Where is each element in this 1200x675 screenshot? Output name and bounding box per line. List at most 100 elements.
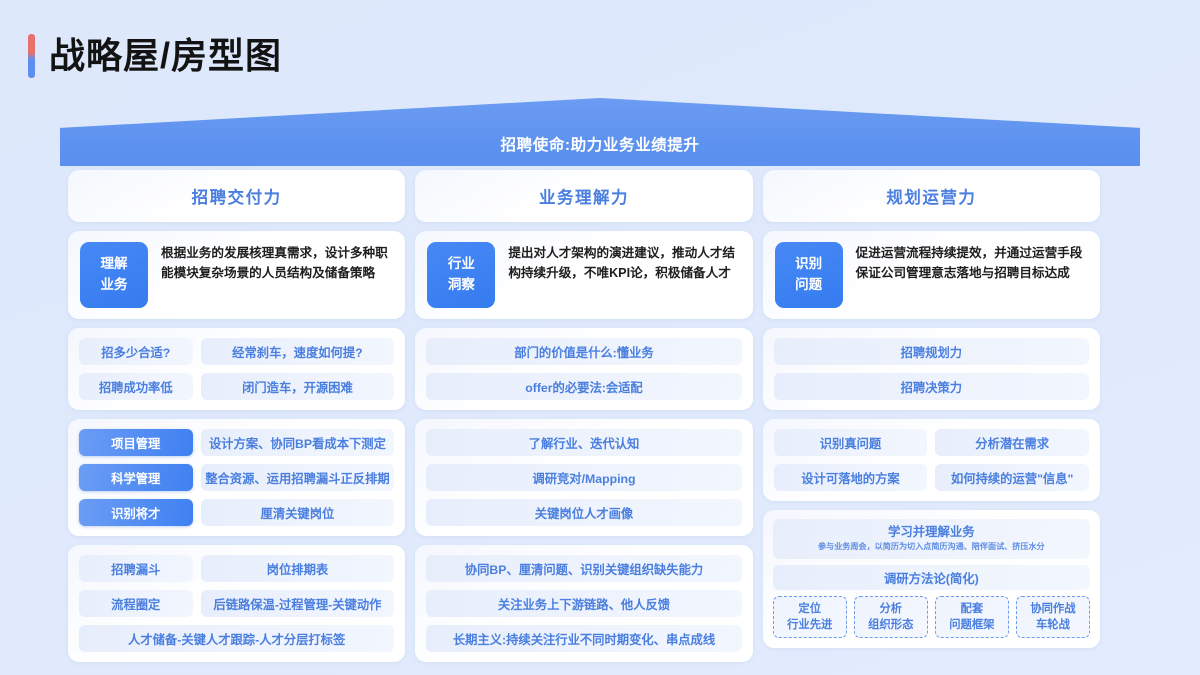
step-line-2: 问题框架 (949, 619, 995, 632)
methodology-header: 学习并理解业务 参与业务周会，以简历为切入点简历沟通、陪伴面试、挤压水分 (772, 519, 1090, 560)
step-line-2: 行业先进 (787, 619, 833, 632)
actions-card-1: 招聘漏斗 岗位排期表 流程圈定 后链路保温-过程管理-关键动作 人才储备-关键人… (68, 545, 406, 662)
column-business-understanding: 业务理解力 行业 洞察 提出对人才架构的演进建议，推动人才结构持续升级，不唯KP… (415, 170, 753, 662)
methods-card-3: 识别真问题 分析潜在需求 设计可落地的方案 如何持续的运营"信息" (762, 419, 1100, 501)
action-chip[interactable]: 岗位排期表 (200, 555, 395, 582)
action-chip[interactable]: 关注业务上下游链路、他人反馈 (426, 590, 742, 617)
action-line: 人才储备-关键人才跟踪-人才分层打标签 (79, 625, 395, 652)
step-line-1: 定位 (798, 603, 821, 616)
method-chip[interactable]: 识别真问题 (773, 429, 928, 456)
actions-card-2: 协同BP、厘清问题、识别关键组织缺失能力 关注业务上下游链路、他人反馈 长期主义… (415, 545, 753, 662)
badge-line-2: 洞察 (447, 277, 475, 292)
questions-card-1: 招多少合适? 经常刹车，速度如何提? 招聘成功率低 闭门造车，开源困难 (68, 328, 406, 410)
step-line-1: 分析 (879, 603, 903, 616)
method-line: 了解行业、迭代认知 (426, 429, 742, 456)
methods-card-1: 项目管理 设计方案、协同BP看成本下测定 科学管理 整合资源、运用招聘漏斗正反排… (68, 419, 406, 536)
method-tag[interactable]: 科学管理 (79, 464, 193, 491)
action-chip[interactable]: 人才储备-关键人才跟踪-人才分层打标签 (79, 625, 395, 652)
method-line: 项目管理 设计方案、协同BP看成本下测定 (79, 429, 395, 456)
roof-mission-label: 招聘使命:助力业务业绩提升 (500, 137, 700, 154)
action-line: 招聘漏斗 岗位排期表 (79, 555, 395, 582)
question-line: 招聘决策力 (773, 373, 1089, 400)
method-chip[interactable]: 整合资源、运用招聘漏斗正反排期 (200, 464, 395, 491)
method-chip[interactable]: 厘清关键岗位 (200, 499, 395, 526)
roof-shape (60, 98, 1140, 166)
action-chip[interactable]: 流程圈定 (79, 590, 193, 617)
step-line-2: 组织形态 (868, 619, 914, 632)
method-line: 识别真问题 分析潜在需求 (773, 429, 1089, 456)
action-line: 长期主义:持续关注行业不同时期变化、串点成线 (426, 625, 742, 652)
methodology-title: 学习并理解业务 (887, 525, 975, 539)
capability-card-1: 理解 业务 根据业务的发展核理真需求，设计多种职能模块复杂场景的人员结构及储备策… (68, 231, 406, 319)
methodology-subtitle: 参与业务周会，以简历为切入点简历沟通、陪伴面试、挤压水分 (818, 542, 1045, 552)
methods-card-2: 了解行业、迭代认知 调研竞对/Mapping 关键岗位人才画像 (415, 419, 753, 536)
action-chip[interactable]: 协同BP、厘清问题、识别关键组织缺失能力 (426, 555, 742, 582)
badge-line-1: 识别 (795, 256, 823, 272)
methodology-steps: 定位 行业先进 分析 组织形态 配套 问题框架 协同作战 车轮战 (772, 596, 1090, 639)
question-line: 部门的价值是什么:懂业务 (426, 338, 742, 365)
question-chip[interactable]: 招聘规划力 (773, 338, 1089, 365)
methodology-card-3: 学习并理解业务 参与业务周会，以简历为切入点简历沟通、陪伴面试、挤压水分 调研方… (762, 510, 1100, 649)
methodology-step[interactable]: 定位 行业先进 (772, 596, 847, 639)
column-header-3: 规划运营力 (762, 170, 1100, 222)
method-line: 关键岗位人才画像 (426, 499, 742, 526)
action-chip[interactable]: 长期主义:持续关注行业不同时期变化、串点成线 (426, 625, 742, 652)
question-chip[interactable]: 经常刹车，速度如何提? (200, 338, 395, 365)
method-chip[interactable]: 调研竞对/Mapping (426, 464, 742, 491)
question-chip[interactable]: 招聘成功率低 (79, 373, 193, 400)
method-line: 调研竞对/Mapping (426, 464, 742, 491)
capability-description-1: 根据业务的发展核理真需求，设计多种职能模块复杂场景的人员结构及储备策略 (161, 246, 388, 281)
method-chip[interactable]: 如何持续的运营"信息" (935, 464, 1089, 491)
question-chip[interactable]: offer的必要法:会适配 (426, 373, 742, 400)
method-chip[interactable]: 关键岗位人才画像 (426, 499, 742, 526)
action-chip[interactable]: 后链路保温-过程管理-关键动作 (200, 590, 395, 617)
capability-description-3: 促进运营流程持续提效，并通过运营手段保证公司管理意志落地与招聘目标达成 (855, 246, 1083, 281)
column-header-2: 业务理解力 (415, 170, 753, 222)
house-roof: 招聘使命:助力业务业绩提升 (60, 98, 1140, 166)
methodology-step[interactable]: 协同作战 车轮战 (1015, 596, 1090, 639)
method-line: 识别将才 厘清关键岗位 (79, 499, 395, 526)
question-chip[interactable]: 闭门造车，开源困难 (200, 373, 395, 400)
questions-card-2: 部门的价值是什么:懂业务 offer的必要法:会适配 (415, 328, 753, 410)
method-line: 科学管理 整合资源、运用招聘漏斗正反排期 (79, 464, 395, 491)
question-chip[interactable]: 招聘决策力 (773, 373, 1089, 400)
question-line: 招聘成功率低 闭门造车，开源困难 (79, 373, 395, 400)
column-planning-operations: 规划运营力 识别 问题 促进运营流程持续提效，并通过运营手段保证公司管理意志落地… (762, 170, 1100, 662)
capability-badge-3: 识别 问题 (774, 242, 843, 308)
question-line: offer的必要法:会适配 (426, 373, 742, 400)
question-line: 招聘规划力 (773, 338, 1089, 365)
method-chip[interactable]: 设计可落地的方案 (773, 464, 928, 491)
page-title: 战略屋/房型图 (28, 34, 282, 78)
question-chip[interactable]: 部门的价值是什么:懂业务 (426, 338, 742, 365)
capability-card-3: 识别 问题 促进运营流程持续提效，并通过运营手段保证公司管理意志落地与招聘目标达… (762, 231, 1100, 319)
capability-badge-2: 行业 洞察 (427, 242, 496, 308)
capability-card-2: 行业 洞察 提出对人才架构的演进建议，推动人才结构持续升级，不唯KPI论，积极储… (415, 231, 753, 319)
method-tag[interactable]: 项目管理 (79, 429, 193, 456)
column-recruitment-delivery: 招聘交付力 理解 业务 根据业务的发展核理真需求，设计多种职能模块复杂场景的人员… (68, 170, 406, 662)
method-chip[interactable]: 设计方案、协同BP看成本下测定 (200, 429, 395, 456)
house-body: 招聘交付力 理解 业务 根据业务的发展核理真需求，设计多种职能模块复杂场景的人员… (68, 170, 1100, 662)
question-chip[interactable]: 招多少合适? (79, 338, 193, 365)
badge-line-1: 行业 (447, 256, 475, 272)
step-line-1: 配套 (960, 603, 984, 616)
badge-line-2: 业务 (100, 277, 128, 292)
action-line: 流程圈定 后链路保温-过程管理-关键动作 (79, 590, 395, 617)
step-line-2: 车轮战 (1035, 619, 1070, 632)
research-methodology-title: 调研方法论(简化) (772, 565, 1090, 591)
column-header-1: 招聘交付力 (68, 170, 406, 222)
method-chip[interactable]: 了解行业、迭代认知 (426, 429, 742, 456)
title-accent-bar (28, 34, 35, 78)
method-tag[interactable]: 识别将才 (79, 499, 193, 526)
action-line: 关注业务上下游链路、他人反馈 (426, 590, 742, 617)
capability-badge-1: 理解 业务 (80, 242, 148, 308)
methodology-step[interactable]: 分析 组织形态 (853, 596, 928, 639)
method-line: 设计可落地的方案 如何持续的运营"信息" (773, 464, 1089, 491)
question-line: 招多少合适? 经常刹车，速度如何提? (79, 338, 395, 365)
method-chip[interactable]: 分析潜在需求 (935, 429, 1089, 456)
badge-line-1: 理解 (100, 256, 128, 272)
badge-line-2: 问题 (795, 277, 823, 292)
action-chip[interactable]: 招聘漏斗 (79, 555, 193, 582)
step-line-1: 协同作战 (1030, 603, 1076, 616)
action-line: 协同BP、厘清问题、识别关键组织缺失能力 (426, 555, 742, 582)
methodology-step[interactable]: 配套 问题框架 (934, 596, 1009, 639)
